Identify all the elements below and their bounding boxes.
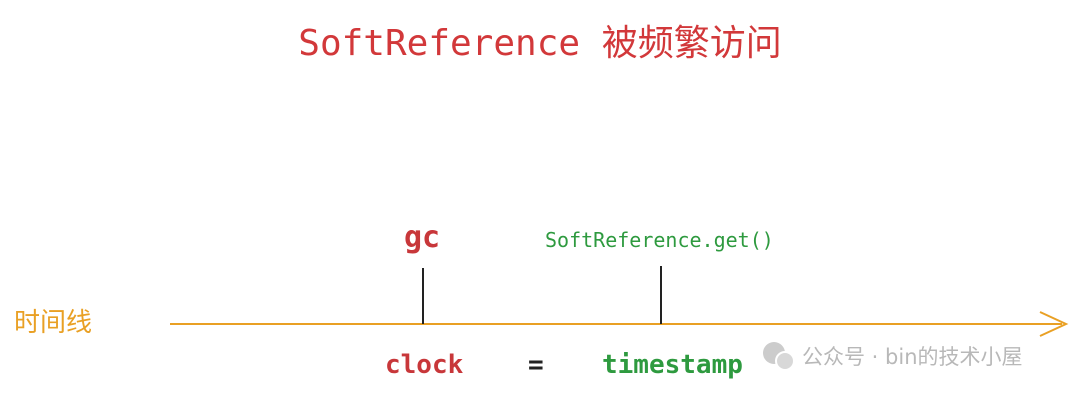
timeline-label: 时间线 bbox=[14, 308, 93, 338]
watermark-text: 公众号 · bin的技术小屋 bbox=[802, 345, 1023, 369]
timeline-arrowhead bbox=[1039, 311, 1069, 337]
diagram-title: SoftReference 被频繁访问 bbox=[298, 23, 782, 64]
timestamp-label: timestamp bbox=[602, 350, 743, 380]
equals-sign: = bbox=[528, 350, 544, 380]
watermark: 公众号 · bin的技术小屋 bbox=[760, 340, 1023, 372]
gc-event-label: gc bbox=[404, 220, 441, 255]
clock-label: clock bbox=[385, 350, 464, 380]
get-event-label: SoftReference.get() bbox=[545, 228, 774, 252]
wechat-icon bbox=[763, 342, 795, 371]
